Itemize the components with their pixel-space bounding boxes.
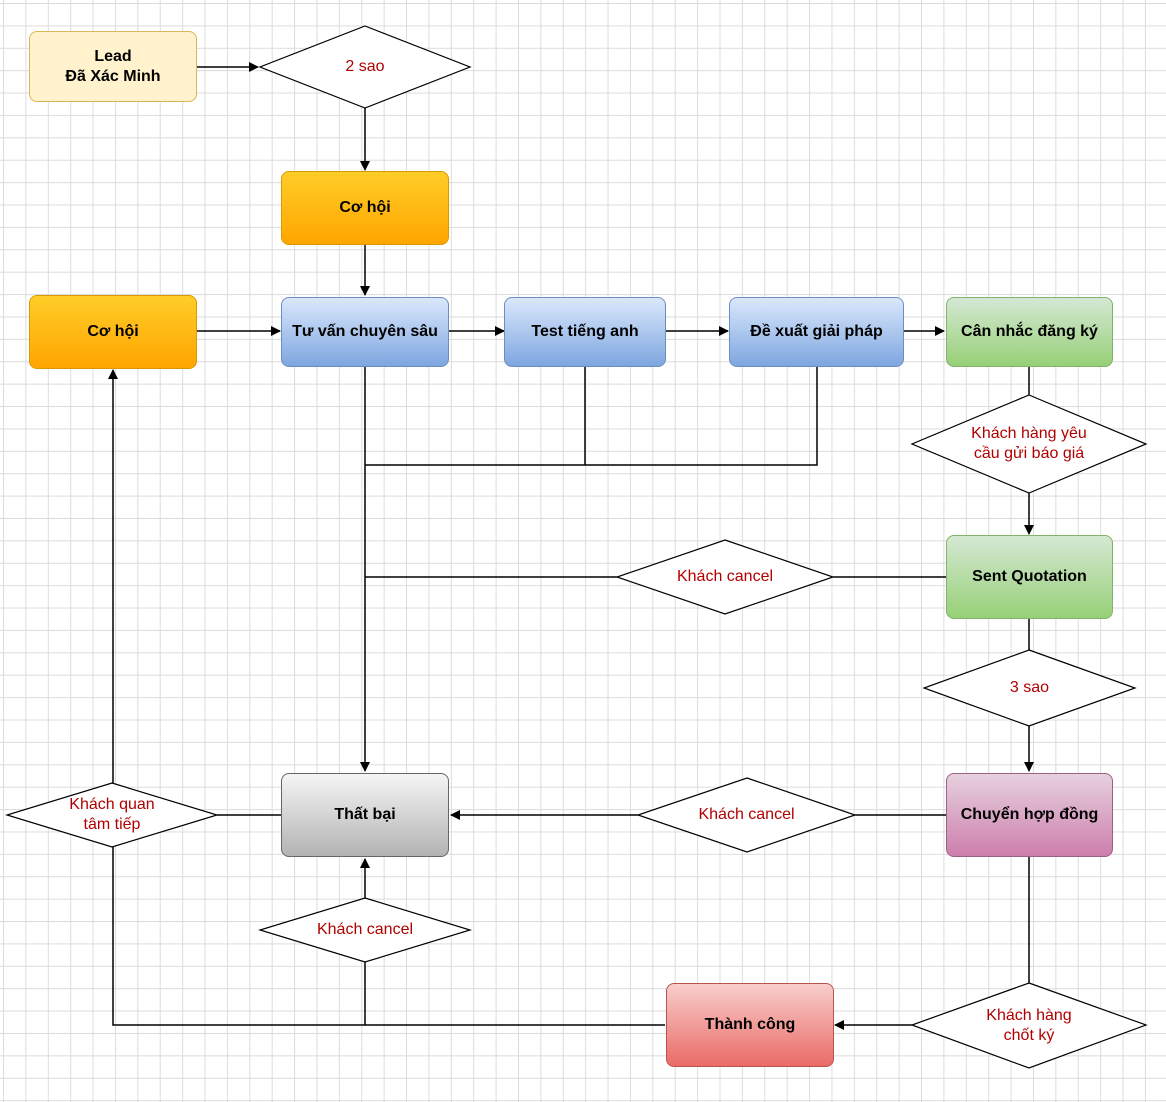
node-tu-van-label: Tư vấn chuyên sâu bbox=[292, 323, 438, 340]
node-thanh-cong-label: Thành công bbox=[704, 1016, 796, 1033]
decision-2sao-label: 2 sao bbox=[260, 26, 470, 108]
decision-3sao-label: 3 sao bbox=[924, 650, 1135, 726]
decision-cancel-quotation-text: Khách cancel bbox=[676, 568, 774, 585]
decision-chot-ky-line2: chốt ký bbox=[1003, 1026, 1055, 1044]
decision-quan-tam-line1: Khách quan bbox=[69, 796, 155, 813]
decision-bao-gia-label: Khách hàng yêu cầu gửi báo giá bbox=[912, 395, 1146, 493]
node-de-xuat: Đề xuất giải pháp bbox=[729, 297, 904, 367]
node-co-hoi-top: Cơ hội bbox=[281, 171, 449, 245]
decision-cancel-success-label: Khách cancel bbox=[260, 898, 470, 962]
node-sent-quotation-label: Sent Quotation bbox=[972, 568, 1087, 585]
node-de-xuat-label: Đề xuất giải pháp bbox=[750, 323, 883, 340]
node-test-tieng-anh: Test tiếng anh bbox=[504, 297, 666, 367]
decision-bao-gia-line1: Khách hàng yêu bbox=[971, 425, 1087, 442]
node-sent-quotation: Sent Quotation bbox=[946, 535, 1113, 619]
node-can-nhac-label: Cân nhắc đăng ký bbox=[961, 323, 1098, 340]
node-can-nhac: Cân nhắc đăng ký bbox=[946, 297, 1113, 367]
decision-cancel-contract-label: Khách cancel bbox=[638, 778, 855, 852]
decision-cancel-success bbox=[257, 897, 473, 963]
node-co-hoi-left: Cơ hội bbox=[29, 295, 197, 369]
edge-dexuat-to-trunk bbox=[365, 367, 818, 466]
decision-3sao-text: 3 sao bbox=[1009, 679, 1050, 696]
decision-chot-ky-line1: Khách hàng bbox=[986, 1006, 1072, 1024]
decision-2sao-text: 2 sao bbox=[345, 58, 385, 75]
decision-cancel-quotation bbox=[615, 539, 835, 615]
node-that-bai-label: Thất bại bbox=[334, 806, 396, 823]
node-test-tieng-anh-label: Test tiếng anh bbox=[531, 323, 639, 340]
decision-cancel-quotation-label: Khách cancel bbox=[617, 540, 833, 614]
decision-quan-tam bbox=[4, 782, 220, 848]
decision-chot-ky-label: Khách hàng chốt ký bbox=[912, 983, 1146, 1068]
decision-bao-gia-line2: cầu gửi báo giá bbox=[973, 445, 1085, 462]
node-thanh-cong: Thành công bbox=[666, 983, 834, 1067]
decision-cancel-contract bbox=[636, 777, 857, 853]
node-that-bai: Thất bại bbox=[281, 773, 449, 857]
node-lead: Lead Đã Xác Minh bbox=[29, 31, 197, 102]
edge-thanhcong-to-quantam bbox=[112, 847, 665, 1026]
decision-cancel-contract-text: Khách cancel bbox=[698, 806, 795, 823]
node-chuyen-hop-dong: Chuyển hợp đồng bbox=[946, 773, 1113, 857]
node-lead-line2: Đã Xác Minh bbox=[65, 67, 161, 85]
node-chuyen-hop-dong-label: Chuyển hợp đồng bbox=[960, 806, 1099, 823]
decision-cancel-success-text: Khách cancel bbox=[316, 921, 414, 938]
decision-2sao bbox=[258, 25, 472, 109]
node-lead-line1: Lead bbox=[94, 47, 132, 65]
decision-bao-gia bbox=[910, 394, 1148, 494]
decision-3sao bbox=[922, 649, 1137, 727]
node-co-hoi-left-label: Cơ hội bbox=[87, 323, 139, 340]
decision-quan-tam-label: Khách quan tâm tiếp bbox=[7, 783, 217, 847]
node-tu-van: Tư vấn chuyên sâu bbox=[281, 297, 449, 367]
decision-quan-tam-line2: tâm tiếp bbox=[83, 816, 141, 833]
decision-chot-ky bbox=[910, 982, 1148, 1069]
node-co-hoi-top-label: Cơ hội bbox=[339, 199, 391, 216]
